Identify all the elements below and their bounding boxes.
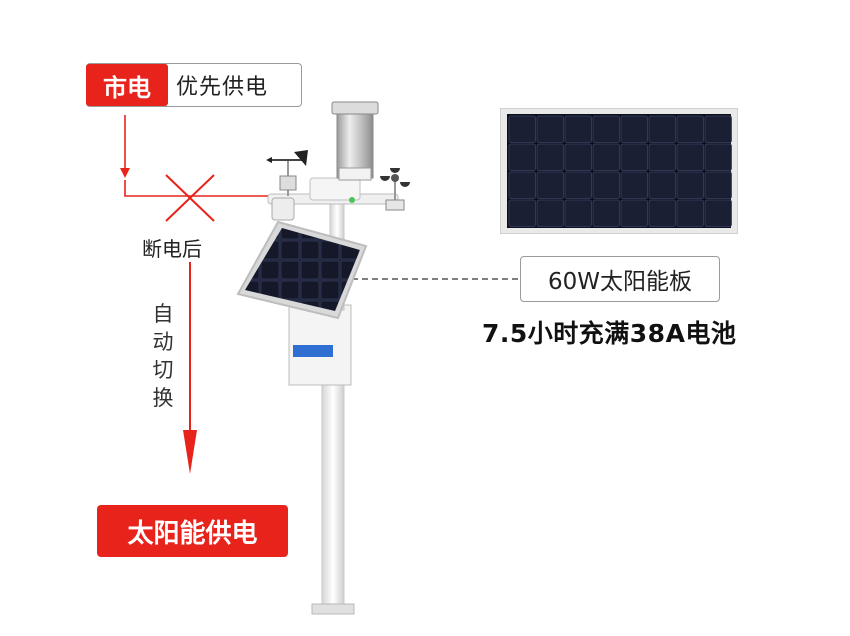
anemometer <box>380 168 410 211</box>
solar-cell <box>704 199 732 227</box>
solar-cells <box>508 115 732 227</box>
solar-cell <box>704 143 732 171</box>
solar-cell <box>620 115 648 143</box>
auto-switch-char: 切 <box>152 358 174 382</box>
solar-cell <box>620 199 648 227</box>
solar-panel-illustration <box>500 108 738 234</box>
auto-switch-char: 自 <box>152 302 174 326</box>
power-cut-label: 断电后 <box>142 237 202 261</box>
solar-cell <box>676 115 704 143</box>
grid-supply-line <box>120 115 290 197</box>
solar-cell <box>676 143 704 171</box>
cut-cross-icon <box>165 174 215 222</box>
grid-power-label: 优先供电 <box>176 75 269 100</box>
solar-cell <box>676 199 704 227</box>
solar-cell <box>536 115 564 143</box>
solar-cell <box>508 143 536 171</box>
solar-cell <box>564 171 592 199</box>
grid-power-badge: 市电 <box>86 64 168 106</box>
solar-cell <box>564 115 592 143</box>
solar-cell <box>564 143 592 171</box>
solar-cell <box>676 171 704 199</box>
solar-cell <box>648 171 676 199</box>
solar-supply-badge: 太阳能供电 <box>97 505 288 557</box>
solar-cell <box>508 171 536 199</box>
auto-switch-char: 换 <box>152 386 174 410</box>
control-box-label <box>293 345 333 357</box>
wind-vane <box>266 150 308 196</box>
solar-cell <box>536 171 564 199</box>
solar-cell <box>704 115 732 143</box>
solar-cell <box>592 143 620 171</box>
status-light <box>349 197 355 203</box>
panel-label: 60W太阳能板 <box>547 269 692 295</box>
solar-cell <box>508 199 536 227</box>
solar-cell <box>620 143 648 171</box>
solar-cell <box>592 171 620 199</box>
solar-cell <box>592 115 620 143</box>
battery-text: 7.5小时充满38A电池 <box>482 319 737 348</box>
switch-arrow-icon <box>183 262 197 474</box>
grid-power-box: 市电 优先供电 <box>86 63 302 107</box>
solar-cell <box>648 199 676 227</box>
solar-cell <box>704 171 732 199</box>
solar-cell <box>564 199 592 227</box>
pole-solar-panel <box>236 220 368 320</box>
solar-cell <box>648 143 676 171</box>
panel-label-box: 60W太阳能板 <box>520 256 720 302</box>
solar-cell <box>648 115 676 143</box>
pole-base <box>311 603 355 615</box>
solar-cell <box>508 115 536 143</box>
solar-cell <box>620 171 648 199</box>
solar-cell <box>536 199 564 227</box>
auto-switch-label: 自 动 切 换 <box>148 300 178 412</box>
auto-switch-char: 动 <box>152 330 174 354</box>
solar-cell <box>592 199 620 227</box>
solar-cell <box>536 143 564 171</box>
